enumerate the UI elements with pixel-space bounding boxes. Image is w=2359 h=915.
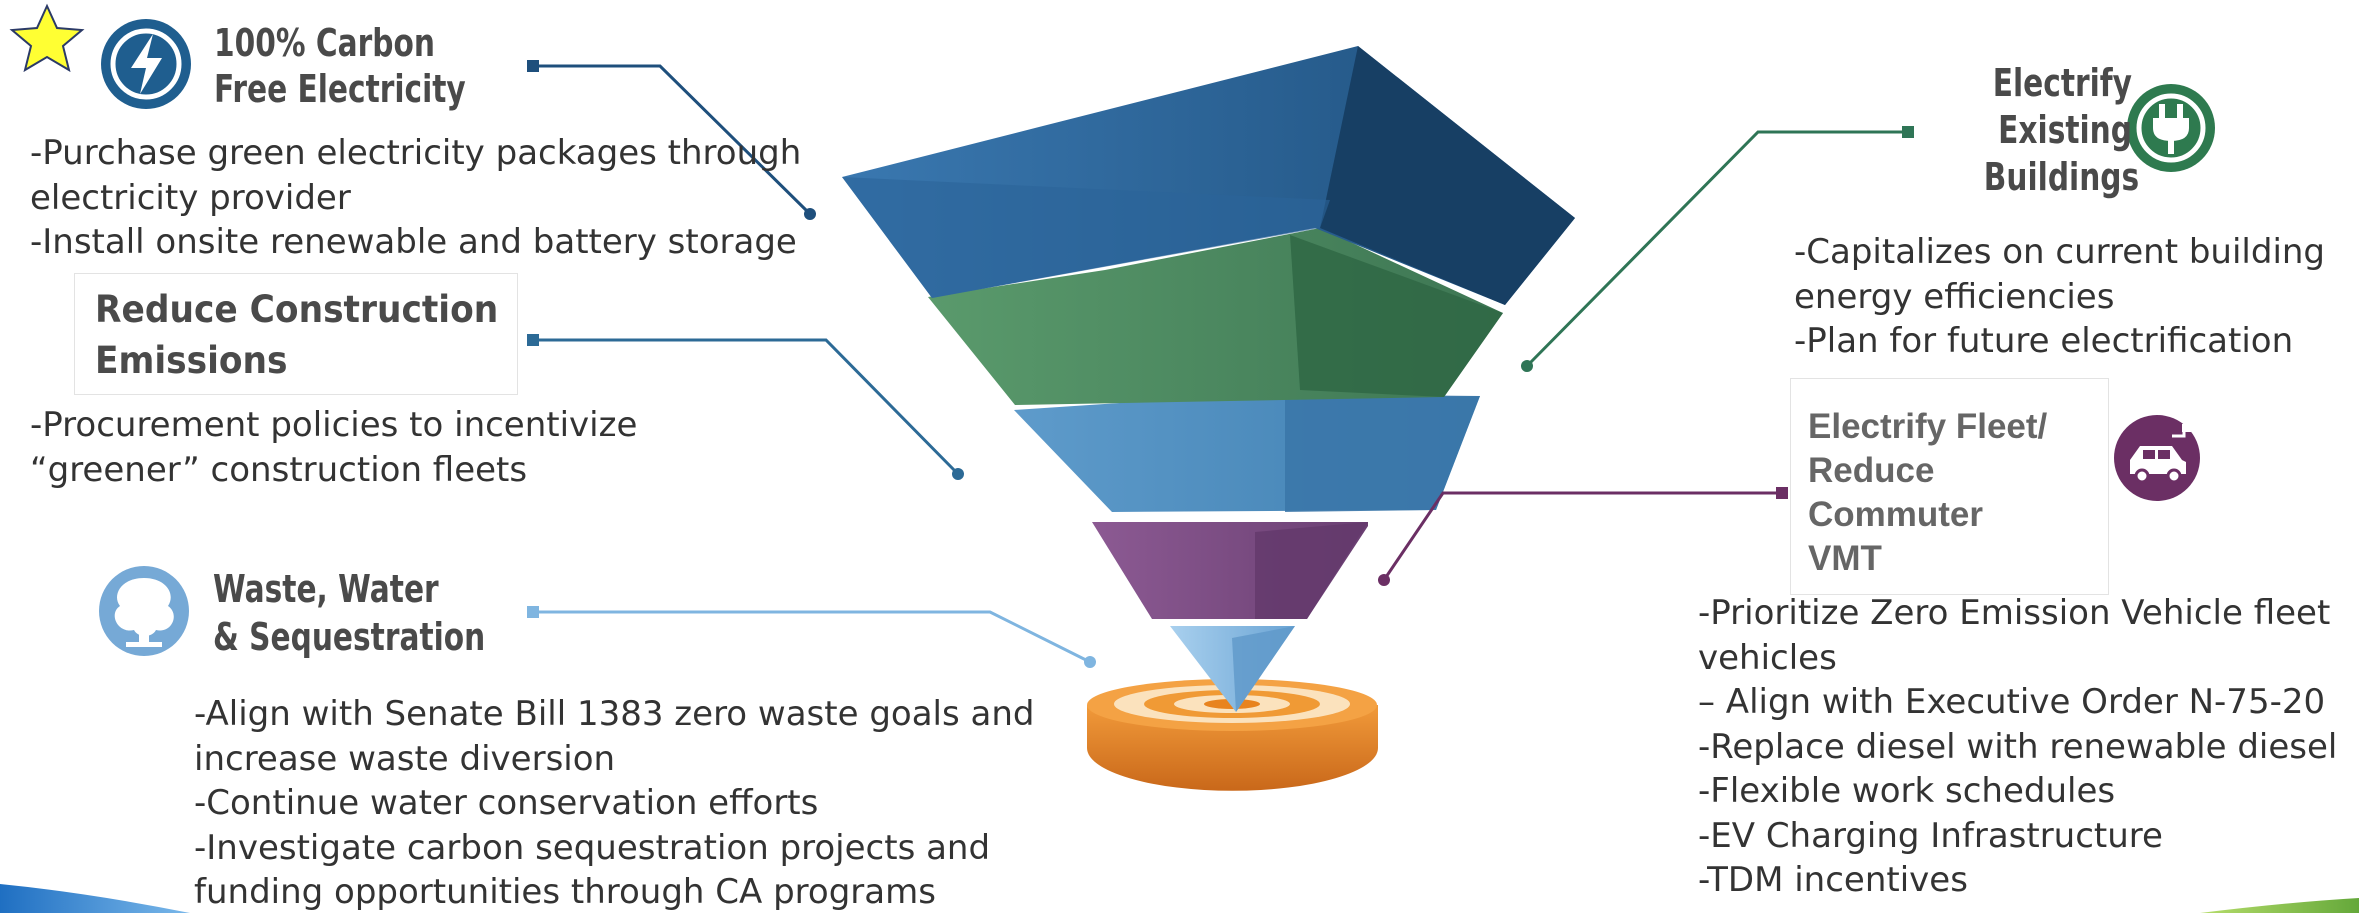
electric-car-icon: [2114, 415, 2200, 501]
buildings-bullets: -Capitalizes on current building energy …: [1794, 232, 2326, 361]
tree-icon: [99, 566, 189, 656]
funnel-tier-green: [928, 228, 1503, 405]
construction-title: Reduce Construction Emissions: [95, 288, 499, 382]
funnel-tier-purple: [1092, 522, 1368, 619]
funnel-tier-tip: [1170, 626, 1295, 712]
connector-buildings: [1521, 126, 1914, 372]
lightning-bolt-icon: [101, 19, 191, 109]
star-icon: [9, 3, 85, 73]
construction-bullets: -Procurement policies to incentivize “gr…: [30, 405, 638, 490]
fleet-title-box: [1790, 378, 2109, 595]
bottom-left-wave: [0, 884, 190, 913]
carbon-free-bullets: -Purchase green electricity packages thr…: [30, 133, 802, 262]
power-plug-icon: [2127, 84, 2215, 172]
connector-construction: [527, 334, 964, 480]
funnel-tier-blue: [842, 46, 1575, 305]
connector-carbon-free: [527, 60, 816, 220]
fleet-title: Electrify Fleet/ Reduce Commuter VMT: [1808, 407, 2048, 578]
connector-waste: [527, 606, 1096, 668]
connector-fleet: [1378, 487, 1788, 586]
construction-title-box: [74, 273, 518, 395]
fleet-bullets: -Prioritize Zero Emission Vehicle fleet …: [1698, 593, 2338, 900]
funnel-tier-lightblue: [1014, 394, 1480, 512]
bottom-right-wave: [2200, 898, 2359, 913]
waste-bullets: -Align with Senate Bill 1383 zero waste …: [194, 694, 1035, 912]
carbon-free-title: 100% Carbon Free Electricity: [214, 21, 466, 111]
buildings-title: Electrify Existing Buildings: [1983, 61, 2140, 199]
waste-title: Waste, Water & Sequestration: [213, 567, 486, 659]
